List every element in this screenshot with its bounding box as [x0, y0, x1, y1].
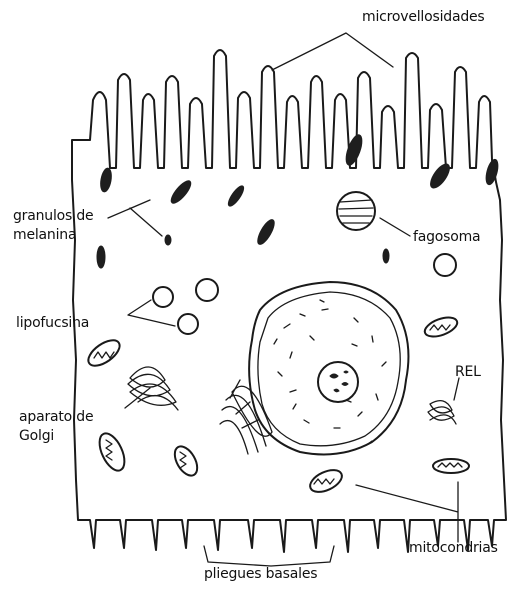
label-fagosoma: fagosoma: [413, 229, 480, 246]
leader-lines: [108, 33, 459, 566]
smooth-er: [428, 401, 456, 424]
mitochondria: [84, 314, 469, 497]
label-rel: REL: [455, 364, 481, 381]
label-granulos-line1: granulos de: [13, 208, 93, 225]
label-golgi-line1: aparato de: [19, 409, 93, 426]
label-granulos-line2: melanina: [13, 227, 76, 244]
phagosome: [337, 192, 375, 230]
lipofuscin-granules: [153, 254, 456, 334]
label-lipofucsina: lipofucsina: [16, 315, 89, 332]
label-mitocondrias: mitocondrias: [409, 540, 498, 557]
label-pliegues: pliegues basales: [204, 566, 317, 583]
cell-membrane: [72, 50, 506, 552]
label-microvellosidades: microvellosidades: [362, 9, 485, 26]
nucleus: [249, 282, 408, 454]
label-golgi-line2: Golgi: [19, 428, 54, 445]
